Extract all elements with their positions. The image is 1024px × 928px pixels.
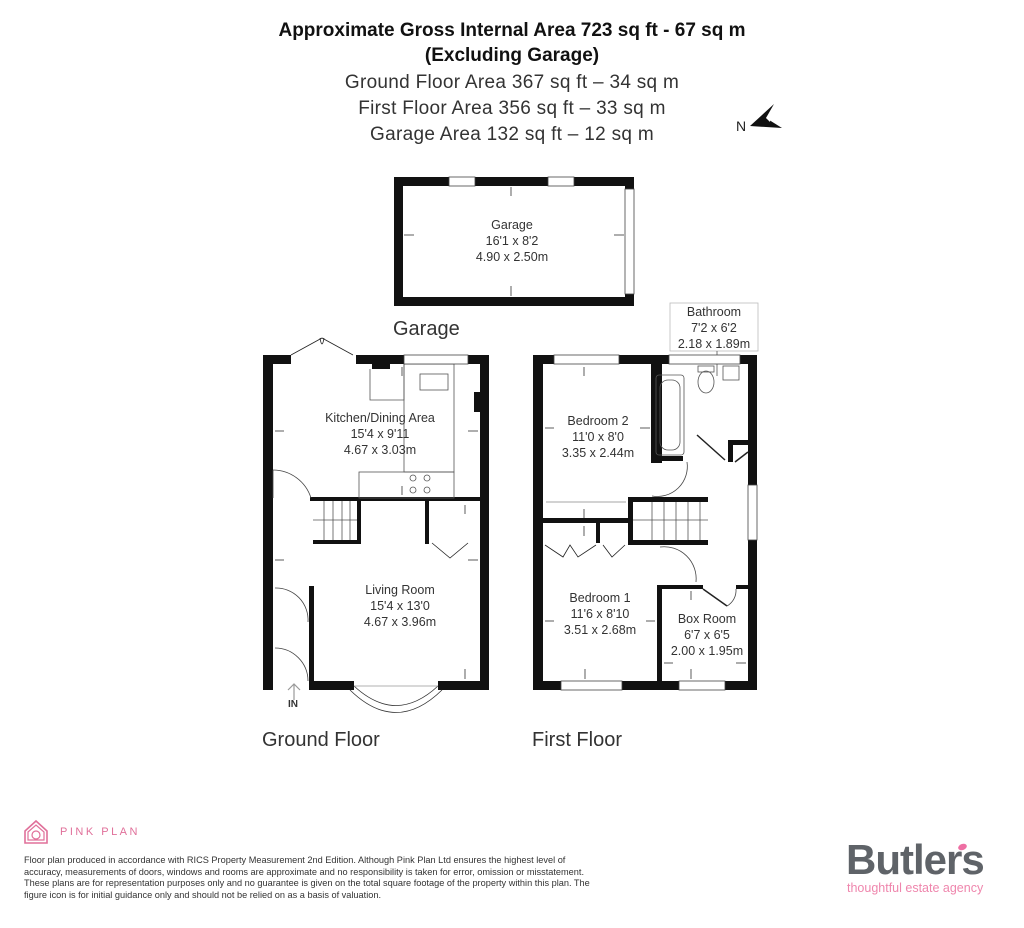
garage-area: Garage Area 132 sq ft – 12 sq m [370, 124, 654, 145]
garage-room-label: Garage 16'1 x 8'2 4.90 x 2.50m [450, 217, 574, 265]
box-room-label: Box Room 6'7 x 6'5 2.00 x 1.95m [662, 611, 752, 659]
room-imperial: 7'2 x 6'2 [691, 321, 737, 335]
floor-plan-drawing [263, 176, 759, 713]
room-metric: 4.67 x 3.03m [343, 443, 417, 457]
room-name: Living Room [365, 583, 435, 597]
pink-plan-brand: PINK PLAN [60, 826, 140, 838]
bathroom-label: Bathroom 7'2 x 6'2 2.18 x 1.89m [670, 304, 758, 352]
garage-floor-label: Garage [393, 318, 460, 340]
bedroom-1-label: Bedroom 1 11'6 x 8'10 3.51 x 2.68m [550, 590, 650, 638]
kitchen-dining-label: Kitchen/Dining Area 15'4 x 9'11 4.67 x 3… [300, 410, 460, 458]
room-imperial: 6'7 x 6'5 [684, 628, 730, 642]
room-metric: 3.51 x 2.68m [563, 623, 637, 637]
entrance-arrow-icon [287, 683, 301, 700]
living-room-label: Living Room 15'4 x 13'0 4.67 x 3.96m [330, 582, 470, 630]
ground-floor-label: Ground Floor [262, 729, 380, 751]
room-imperial: 15'4 x 9'11 [350, 427, 410, 441]
excluding-garage-note: (Excluding Garage) [424, 45, 600, 66]
north-arrow-icon [750, 104, 782, 128]
room-name: Kitchen/Dining Area [325, 411, 435, 425]
room-metric: 3.35 x 2.44m [561, 446, 635, 460]
first-floor-label: First Floor [532, 729, 622, 751]
north-label: N [736, 118, 747, 134]
room-name: Box Room [677, 612, 737, 626]
agency-tagline: thoughtful estate agency [847, 881, 984, 895]
room-name: Bedroom 2 [567, 414, 629, 428]
first-floor-area: First Floor Area 356 sq ft – 33 sq m [358, 98, 666, 119]
pink-plan-house-logo-icon [24, 819, 48, 844]
bedroom-2-label: Bedroom 2 11'0 x 8'0 3.35 x 2.44m [548, 413, 648, 461]
gross-area-title: Approximate Gross Internal Area 723 sq f… [278, 20, 746, 41]
room-metric: 2.00 x 1.95m [670, 644, 744, 658]
room-metric: 4.90 x 2.50m [475, 250, 549, 264]
room-imperial: 11'0 x 8'0 [572, 430, 624, 444]
room-name: Bathroom [686, 305, 742, 319]
room-name: Garage [491, 218, 533, 232]
room-name: Bedroom 1 [569, 591, 631, 605]
room-metric: 2.18 x 1.89m [677, 337, 751, 351]
room-imperial: 11'6 x 8'10 [570, 607, 630, 621]
disclaimer-text: Floor plan produced in accordance with R… [24, 855, 590, 900]
room-imperial: 16'1 x 8'2 [485, 234, 539, 248]
ground-floor-area: Ground Floor Area 367 sq ft – 34 sq m [344, 72, 680, 93]
room-imperial: 15'4 x 13'0 [370, 599, 430, 613]
entrance-label: IN [288, 699, 298, 710]
room-metric: 4.67 x 3.96m [363, 615, 437, 629]
